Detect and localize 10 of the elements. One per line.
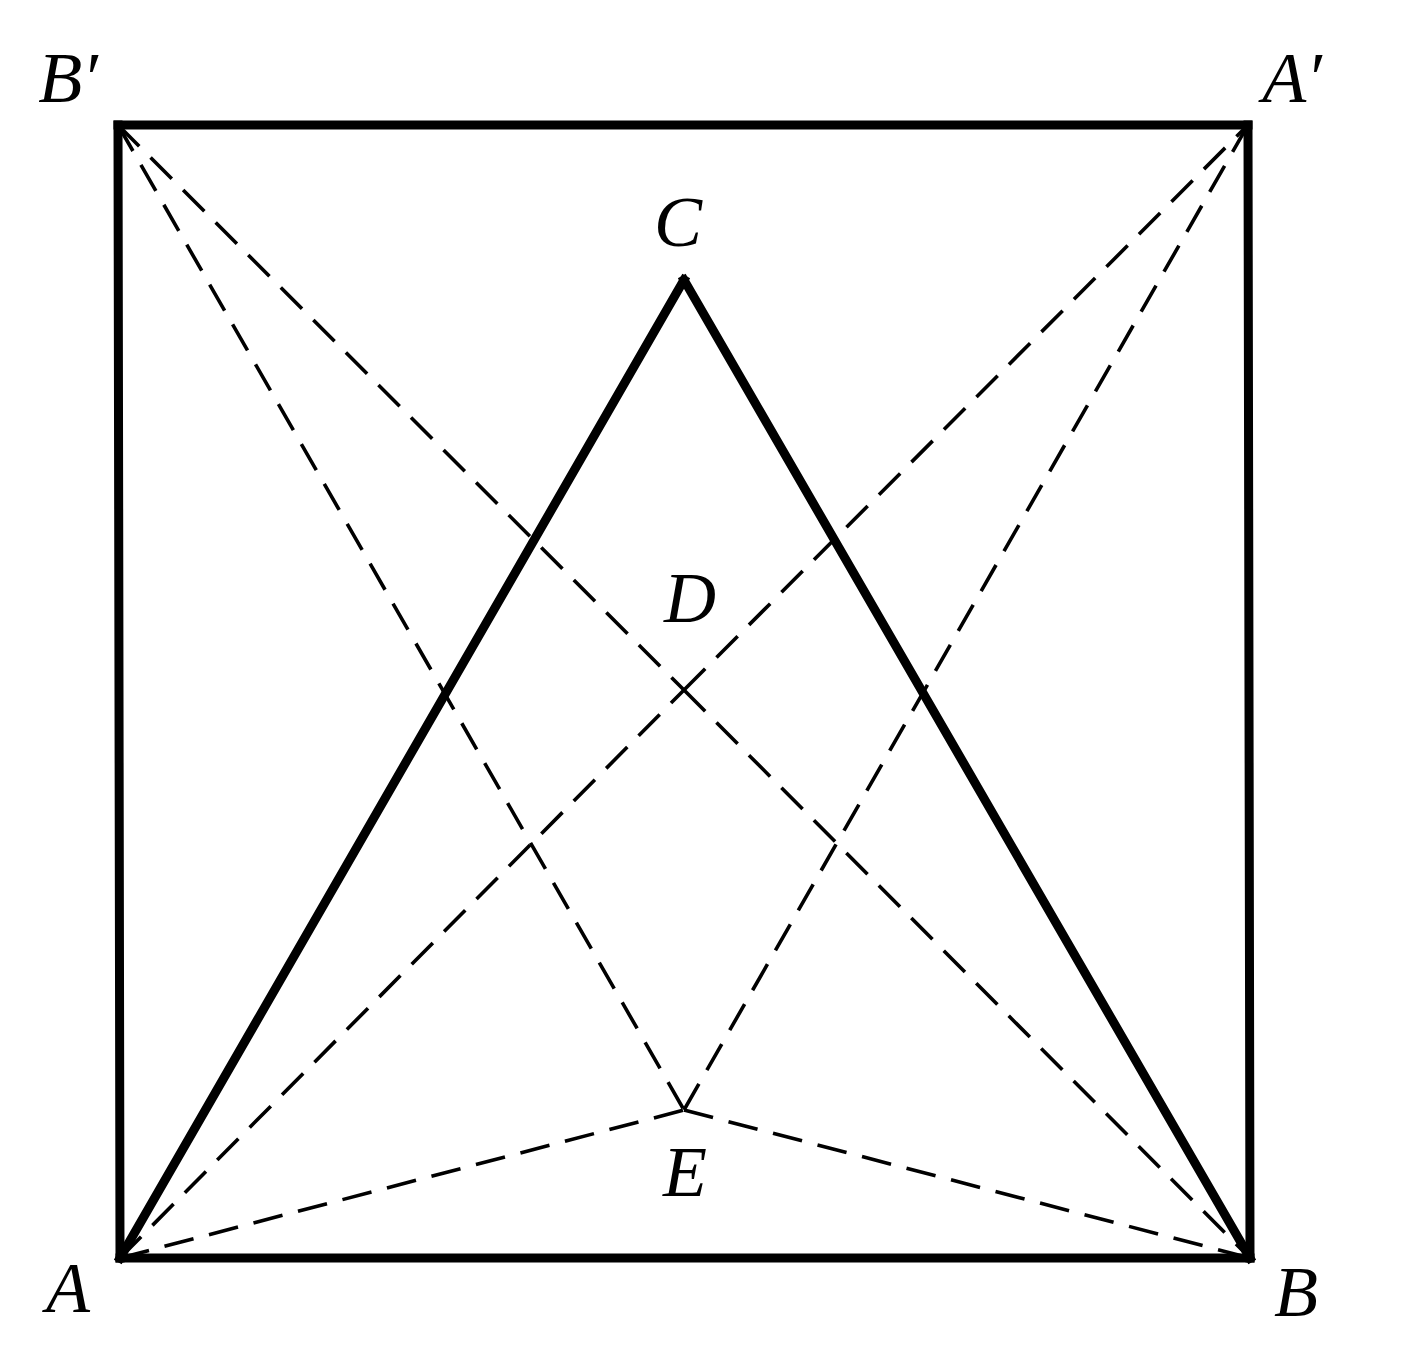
point-label: E	[663, 1136, 707, 1208]
thick-line	[113, 120, 125, 1263]
thick-line	[1243, 120, 1255, 1263]
point-label: C	[654, 186, 702, 258]
thick-line	[679, 275, 1255, 1263]
thick-line	[115, 1253, 1255, 1263]
thick-line	[115, 275, 689, 1263]
point-label: B	[1274, 1256, 1318, 1328]
point-label: D	[664, 562, 716, 634]
point-label: B′	[38, 42, 98, 114]
